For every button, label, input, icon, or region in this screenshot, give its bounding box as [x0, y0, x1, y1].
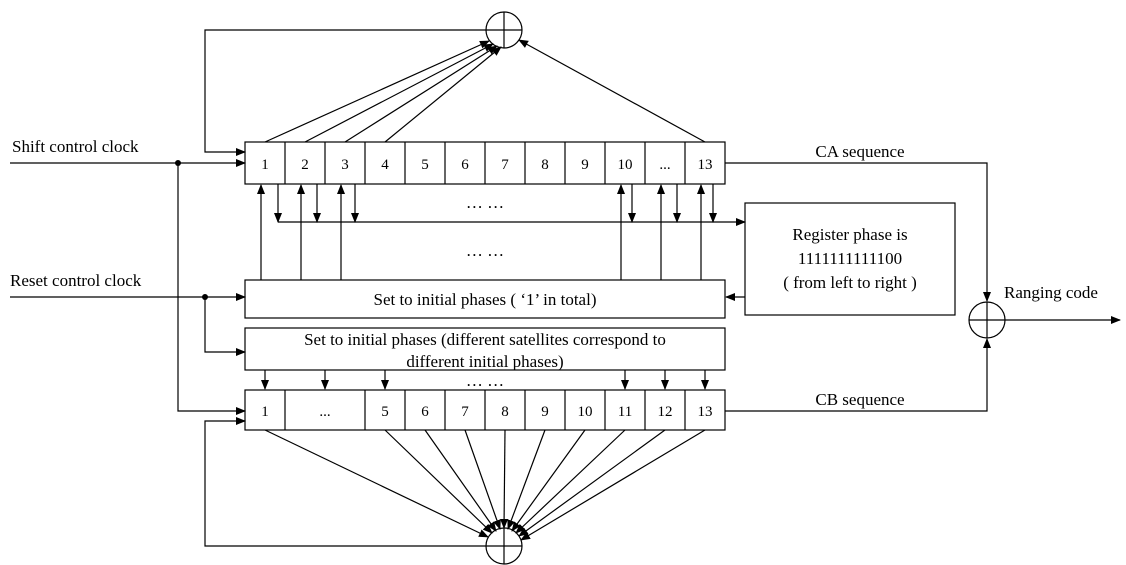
ca-sequence-label: CA sequence	[815, 142, 904, 161]
cb-cell-9: 9	[541, 404, 549, 420]
ca-shift-register: 1 2 3 4 5 6 7 8 9 10 ... 13	[244, 141, 726, 185]
ca-register-taps	[257, 184, 746, 301]
ca-cell-3: 3	[341, 157, 349, 173]
ca-cell-5: 5	[421, 157, 429, 173]
ca-cell-13: 13	[698, 157, 713, 173]
register-phase-line1: Register phase is	[792, 225, 907, 244]
ca-cell-1: 1	[261, 157, 269, 173]
output-wiring	[725, 162, 1121, 412]
init-phase-box-ca: Set to initial phases ( ‘1’ in total)	[244, 279, 726, 319]
ca-cell-7: 7	[501, 157, 509, 173]
cb-cell-13: 13	[698, 404, 713, 420]
ca-cell-2: 2	[301, 157, 309, 173]
output-xor-adder	[968, 301, 1006, 339]
dots-mid: … …	[466, 241, 504, 260]
ca-cell-9: 9	[581, 157, 589, 173]
ca-cell-ellipsis: ...	[659, 157, 670, 173]
register-phase-line3: ( from left to right )	[783, 273, 917, 292]
cb-cell-6: 6	[421, 404, 429, 420]
init-phase-box-ca-label: Set to initial phases ( ‘1’ in total)	[373, 290, 596, 309]
init-phase-box-cb: Set to initial phases (different satelli…	[244, 327, 726, 371]
cb-cell-5: 5	[381, 404, 389, 420]
dots-top: … …	[466, 193, 504, 212]
register-phase-box: Register phase is 1111111111100 ( from l…	[744, 202, 956, 316]
cb-cell-ellipsis: ...	[319, 404, 330, 420]
init-phase-box-cb-line1: Set to initial phases (different satelli…	[304, 330, 666, 349]
ca-cell-10: 10	[618, 157, 633, 173]
ranging-code-label: Ranging code	[1004, 283, 1098, 302]
cb-cell-7: 7	[461, 404, 469, 420]
cb-feedback-wiring	[204, 417, 706, 547]
init-phase-box-cb-line2: different initial phases)	[406, 352, 563, 371]
reset-clock-label: Reset control clock	[10, 271, 142, 290]
top-xor-adder	[485, 11, 523, 49]
dots-bottom: … …	[466, 371, 504, 390]
ca-cell-4: 4	[381, 157, 389, 173]
cb-init-arrows	[261, 370, 709, 390]
cb-cell-10: 10	[578, 404, 593, 420]
cb-shift-register: 1 ... 5 6 7 8 9 10 11 12 13	[244, 389, 726, 431]
reset-clock-wiring	[10, 293, 246, 356]
ca-cell-6: 6	[461, 157, 469, 173]
shift-clock-wiring	[10, 159, 246, 415]
register-phase-line2: 1111111111100	[798, 249, 902, 268]
bottom-xor-adder	[485, 527, 523, 565]
cb-cell-11: 11	[618, 404, 632, 420]
ca-feedback-wiring	[204, 29, 706, 156]
cb-cell-12: 12	[658, 404, 673, 420]
ca-cell-8: 8	[541, 157, 549, 173]
shift-clock-label: Shift control clock	[12, 137, 139, 156]
cb-cell-8: 8	[501, 404, 509, 420]
cb-cell-1: 1	[261, 404, 269, 420]
cb-sequence-label: CB sequence	[815, 390, 904, 409]
